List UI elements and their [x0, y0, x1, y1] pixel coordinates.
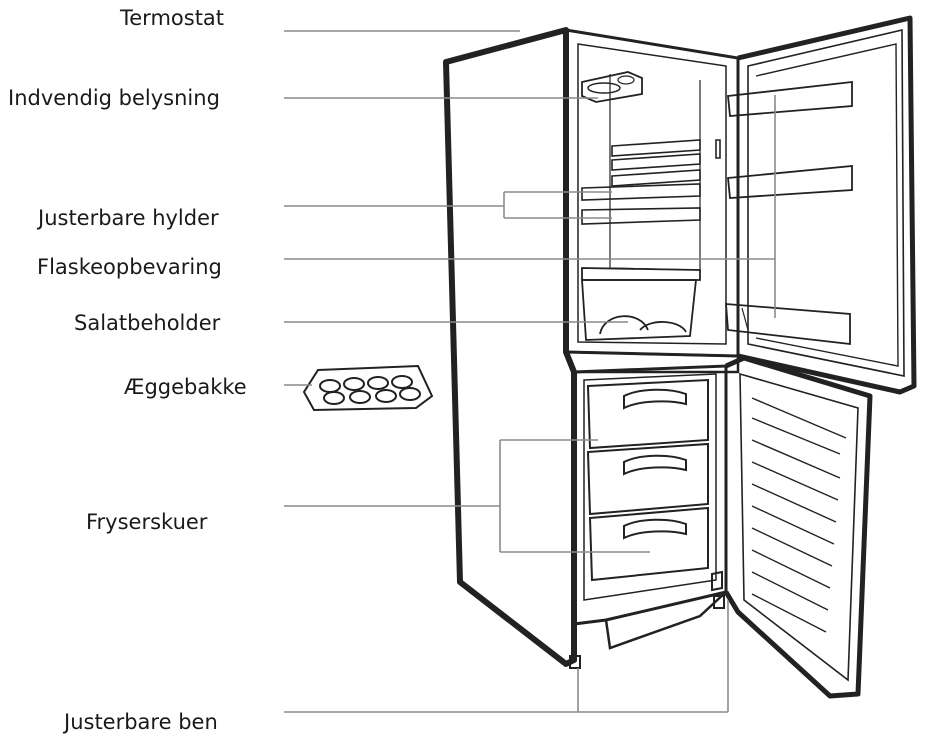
leader-lines [284, 30, 776, 713]
freezer-drawers [586, 378, 709, 582]
leader-flaske [284, 95, 776, 318]
freezer-door [711, 355, 873, 699]
label-indvendig-belysning: Indvendig belysning [8, 86, 220, 110]
label-justerbare-hylder: Justerbare hylder [38, 206, 219, 230]
label-termostat: Termostat [120, 6, 225, 30]
label-fryserskuer: Fryserskuer [86, 510, 208, 534]
label-justerbare-ben: Justerbare ben [64, 710, 218, 734]
freezer-door-ribs [751, 397, 847, 633]
label-aeggebakke: Æggebakke [124, 375, 247, 399]
label-salatbeholder: Salatbeholder [74, 311, 221, 335]
thermostat-housing [581, 71, 643, 103]
adjustable-feet [569, 595, 725, 669]
leader-hylder [284, 191, 612, 219]
label-flaskeopbevaring: Flaskeopbevaring [37, 255, 222, 279]
leader-fryser [284, 439, 650, 553]
egg-tray [302, 364, 434, 412]
fridge-door [725, 15, 917, 395]
leader-ben [284, 600, 729, 713]
adjustable-shelves [581, 139, 721, 225]
salad-crisper [581, 267, 701, 341]
